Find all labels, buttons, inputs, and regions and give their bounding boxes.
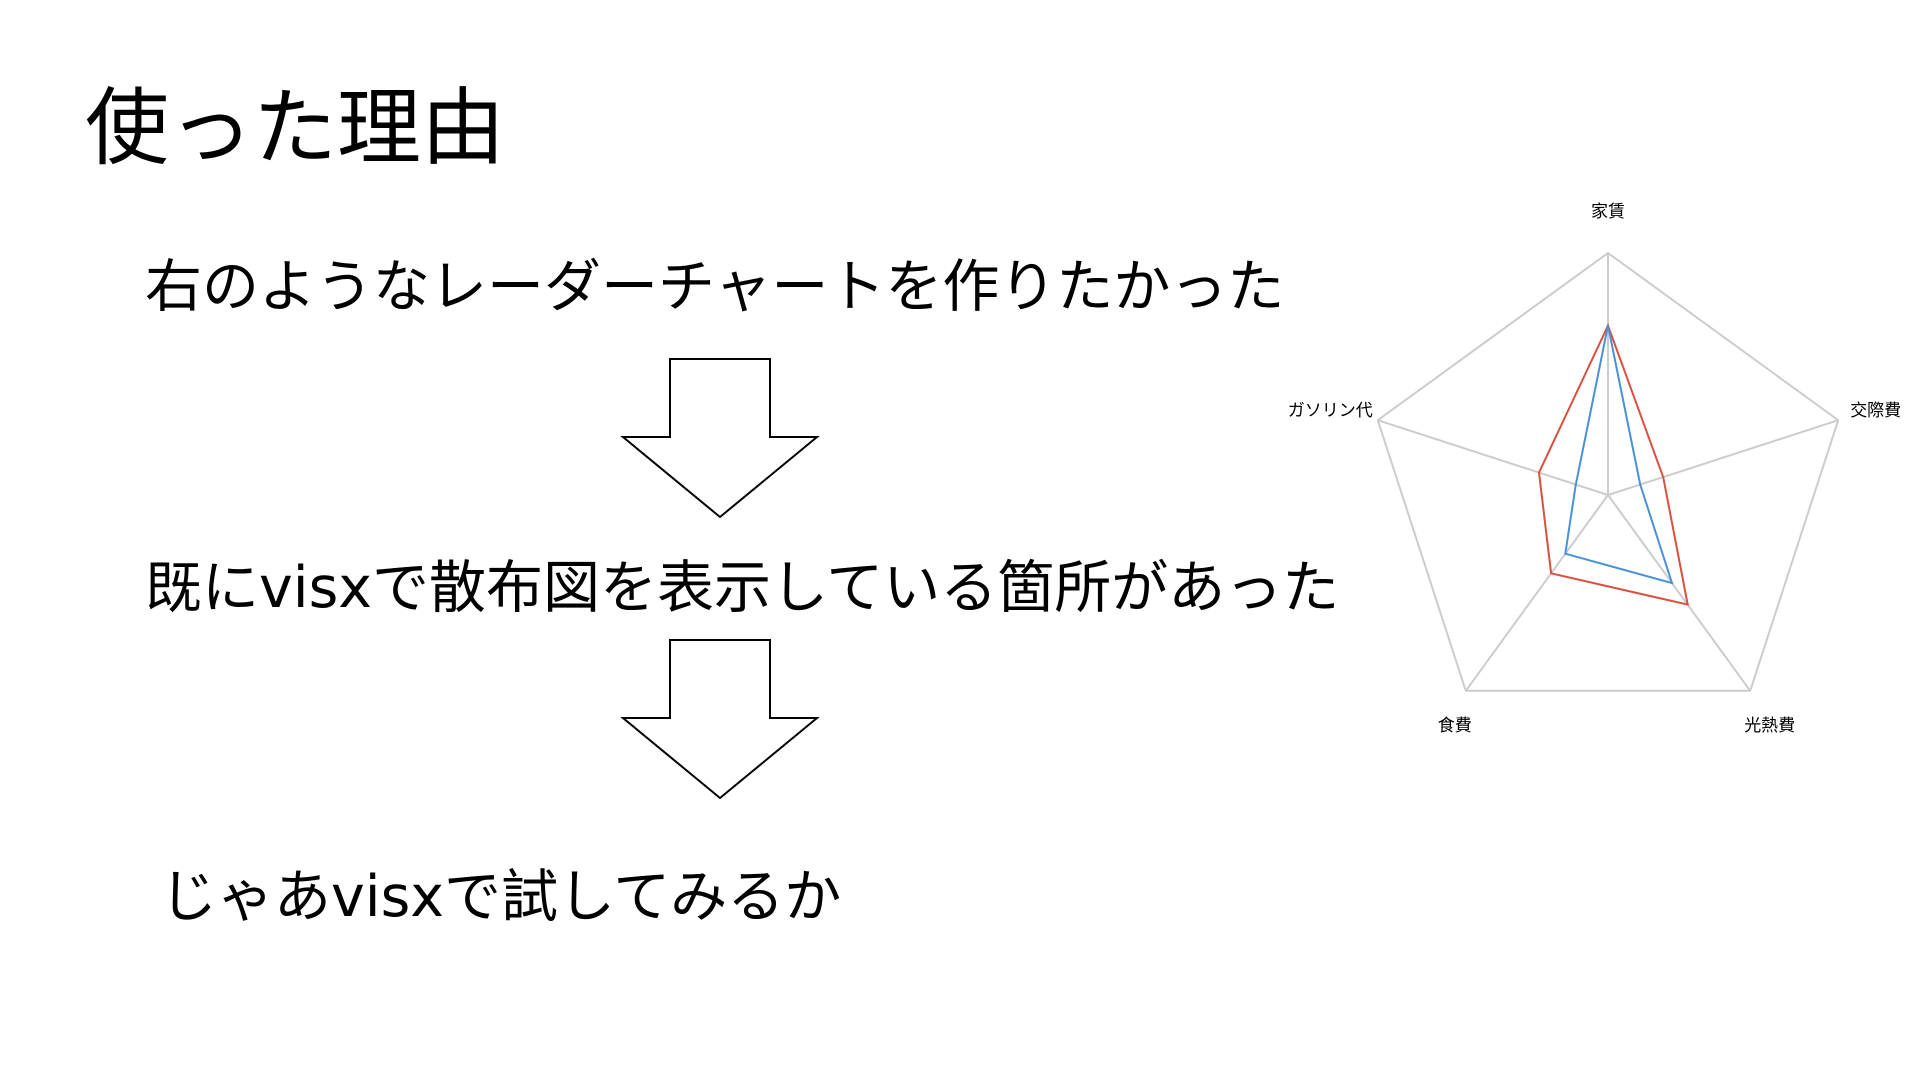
radar-axis-label: ガソリン代: [1288, 401, 1373, 421]
radar-axis-label: 食費: [1438, 716, 1472, 736]
radar-axis-label: 交際費: [1850, 401, 1901, 421]
radar-axis-line: [1377, 419, 1609, 496]
step-text-3: じゃあvisxで試してみるか: [160, 864, 842, 930]
down-arrow-icon: [620, 639, 820, 800]
step-text-2: 既にvisxで散布図を表示している箇所があった: [145, 555, 1340, 621]
radar-grid-outline: [1376, 251, 1840, 692]
radar-series-1: [1537, 322, 1689, 606]
step-text-1: 右のようなレーダーチャートを作りたかった: [145, 254, 1285, 320]
radar-axis-line: [1607, 419, 1839, 496]
slide-title: 使った理由: [85, 79, 506, 177]
radar-axis-label: 光熱費: [1744, 716, 1795, 736]
radar-axis-label: 家賃: [1591, 202, 1625, 222]
down-arrow-icon: [620, 358, 820, 519]
radar-axis-line: [1607, 494, 1752, 692]
radar-axis-line: [1464, 494, 1609, 692]
radar-series-2: [1564, 325, 1674, 585]
